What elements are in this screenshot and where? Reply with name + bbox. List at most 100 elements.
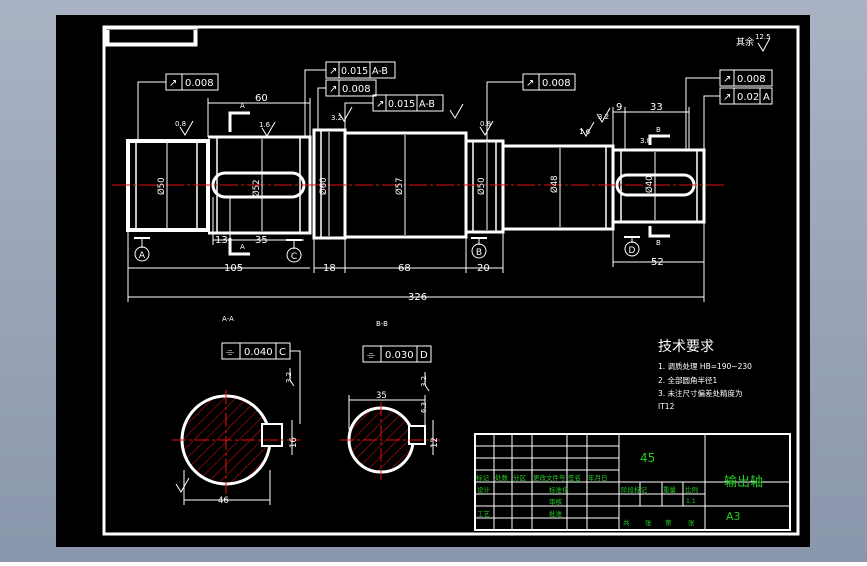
- dim-dia50-right: Ø50: [476, 177, 487, 195]
- section-cut-markers: [228, 111, 670, 256]
- dim-dia50-left: Ø50: [156, 177, 167, 195]
- svg-text:批准: 批准: [549, 509, 563, 518]
- svg-text:B: B: [476, 248, 482, 258]
- svg-text:↗: ↗: [329, 84, 337, 95]
- dim-18: 18: [323, 263, 336, 274]
- svg-text:0.015: 0.015: [388, 99, 415, 110]
- svg-text:B: B: [656, 126, 661, 134]
- svg-text:46: 46: [218, 496, 229, 506]
- svg-text:A: A: [763, 92, 770, 103]
- svg-text:0.008: 0.008: [185, 78, 214, 89]
- svg-text:标记: 标记: [476, 473, 490, 482]
- svg-text:标准化: 标准化: [549, 485, 569, 494]
- tolerance-frame-5: ↗ 0.008: [522, 73, 576, 91]
- svg-text:16: 16: [289, 437, 299, 448]
- svg-text:A-B: A-B: [372, 66, 388, 77]
- roughness-symbols: [179, 103, 611, 137]
- svg-text:1. 调质处理 HB=190~230: 1. 调质处理 HB=190~230: [658, 361, 752, 371]
- svg-text:3.2: 3.2: [420, 376, 428, 387]
- svg-text:IT12: IT12: [658, 402, 675, 411]
- svg-text:0.8: 0.8: [175, 120, 186, 128]
- dim-52: 52: [651, 257, 664, 268]
- dim-60: 60: [255, 93, 268, 104]
- svg-text:审核: 审核: [549, 497, 563, 506]
- svg-text:更改文件号: 更改文件号: [533, 473, 566, 482]
- svg-text:A: A: [139, 251, 146, 261]
- tolerance-frame-3: ↗ 0.008: [325, 79, 377, 97]
- section-bb-title: B-B: [376, 320, 388, 328]
- svg-text:↗: ↗: [329, 66, 337, 77]
- tolerance-frame-7: ↗ 0.02 A: [719, 87, 773, 105]
- svg-text:↗: ↗: [526, 78, 534, 89]
- title-block: 标记 处数 分区 更改文件号 签名 年月日 设计 标准化 审核 工艺 批准 阶段…: [474, 433, 791, 531]
- svg-text:重量: 重量: [663, 486, 677, 494]
- length-dim-labels: 60 9 33 13 35 105 18 68 20 52 326: [215, 93, 664, 303]
- svg-text:第: 第: [665, 518, 672, 527]
- svg-text:年月日: 年月日: [588, 473, 608, 482]
- svg-text:3.2: 3.2: [285, 372, 293, 383]
- sheet-size: A3: [726, 510, 741, 523]
- svg-text:0.008: 0.008: [342, 84, 371, 95]
- tolerance-frame-6: ↗ 0.008: [719, 69, 773, 87]
- section-bb: 35 12 3.2 6.3: [340, 372, 440, 480]
- svg-text:C: C: [279, 347, 286, 358]
- svg-text:阶段标记: 阶段标记: [621, 485, 648, 494]
- technical-requirements: 技术要求 1. 调质处理 HB=190~230 2. 全部圆角半径1 3. 未注…: [658, 339, 752, 411]
- dim-105: 105: [224, 263, 243, 274]
- roughness-values: 0.8 1.6 0.8 1.6 3.2 3.2 3.8: [175, 113, 651, 145]
- part-name: 输出轴: [724, 474, 763, 490]
- dim-dia40: Ø40: [644, 175, 655, 193]
- dim-dia52: Ø52: [251, 179, 262, 197]
- svg-text:0.015: 0.015: [341, 66, 368, 77]
- svg-text:35: 35: [376, 391, 387, 401]
- datum-markers: [134, 236, 640, 263]
- dim-13: 13: [215, 235, 228, 246]
- svg-text:↗: ↗: [376, 99, 384, 110]
- sheet: [56, 15, 810, 547]
- svg-text:D: D: [629, 246, 636, 256]
- svg-text:1:1: 1:1: [686, 498, 696, 505]
- section-aa-tolerance-frame: ⌯ 0.040 C: [221, 342, 301, 424]
- svg-text:6.3: 6.3: [420, 402, 428, 413]
- dim-dia60: Ø60: [318, 177, 329, 195]
- dim-dia57: Ø57: [394, 177, 405, 195]
- svg-text:分区: 分区: [513, 473, 527, 482]
- svg-text:12.5: 12.5: [755, 33, 771, 41]
- datum-letters: A C B D: [139, 246, 636, 262]
- tolerance-frame-4: ↗ 0.015 A-B: [372, 94, 444, 112]
- svg-text:⌯: ⌯: [226, 347, 234, 358]
- svg-text:工艺: 工艺: [477, 510, 491, 518]
- svg-text:3.2: 3.2: [331, 114, 342, 122]
- svg-text:0.8: 0.8: [480, 120, 491, 128]
- svg-text:12: 12: [430, 437, 440, 448]
- tolerance-leaders: [137, 69, 720, 150]
- svg-text:其余: 其余: [736, 36, 754, 48]
- svg-text:A-B: A-B: [419, 99, 435, 110]
- svg-text:3. 未注尺寸偏差处精度为: 3. 未注尺寸偏差处精度为: [658, 388, 743, 398]
- dim-9: 9: [616, 102, 622, 113]
- svg-text:共: 共: [623, 518, 630, 527]
- diameter-dim-lines: [166, 132, 656, 236]
- section-cut-letters: A A B B: [240, 102, 661, 251]
- svg-text:1.6: 1.6: [259, 121, 271, 129]
- dim-326: 326: [408, 292, 427, 303]
- svg-text:↗: ↗: [723, 74, 731, 85]
- svg-text:D: D: [420, 350, 428, 361]
- svg-text:3.2: 3.2: [598, 113, 609, 121]
- drawing-border: [102, 25, 800, 536]
- svg-text:B: B: [656, 239, 661, 247]
- svg-text:0.008: 0.008: [737, 74, 766, 85]
- tech-req-title: 技术要求: [658, 339, 714, 355]
- svg-text:↗: ↗: [723, 92, 731, 103]
- tolerance-frame-1: ↗ 0.008: [165, 73, 219, 91]
- svg-text:C: C: [291, 252, 297, 262]
- general-roughness: 其余 12.5: [736, 33, 771, 52]
- svg-text:0.030: 0.030: [385, 350, 414, 361]
- svg-text:2. 全部圆角半径1: 2. 全部圆角半径1: [658, 375, 718, 385]
- svg-text:处数: 处数: [495, 473, 509, 482]
- svg-text:0.02: 0.02: [737, 92, 759, 103]
- section-aa: 16 46 3.2: [172, 368, 300, 506]
- section-aa-title: A-A: [222, 315, 234, 323]
